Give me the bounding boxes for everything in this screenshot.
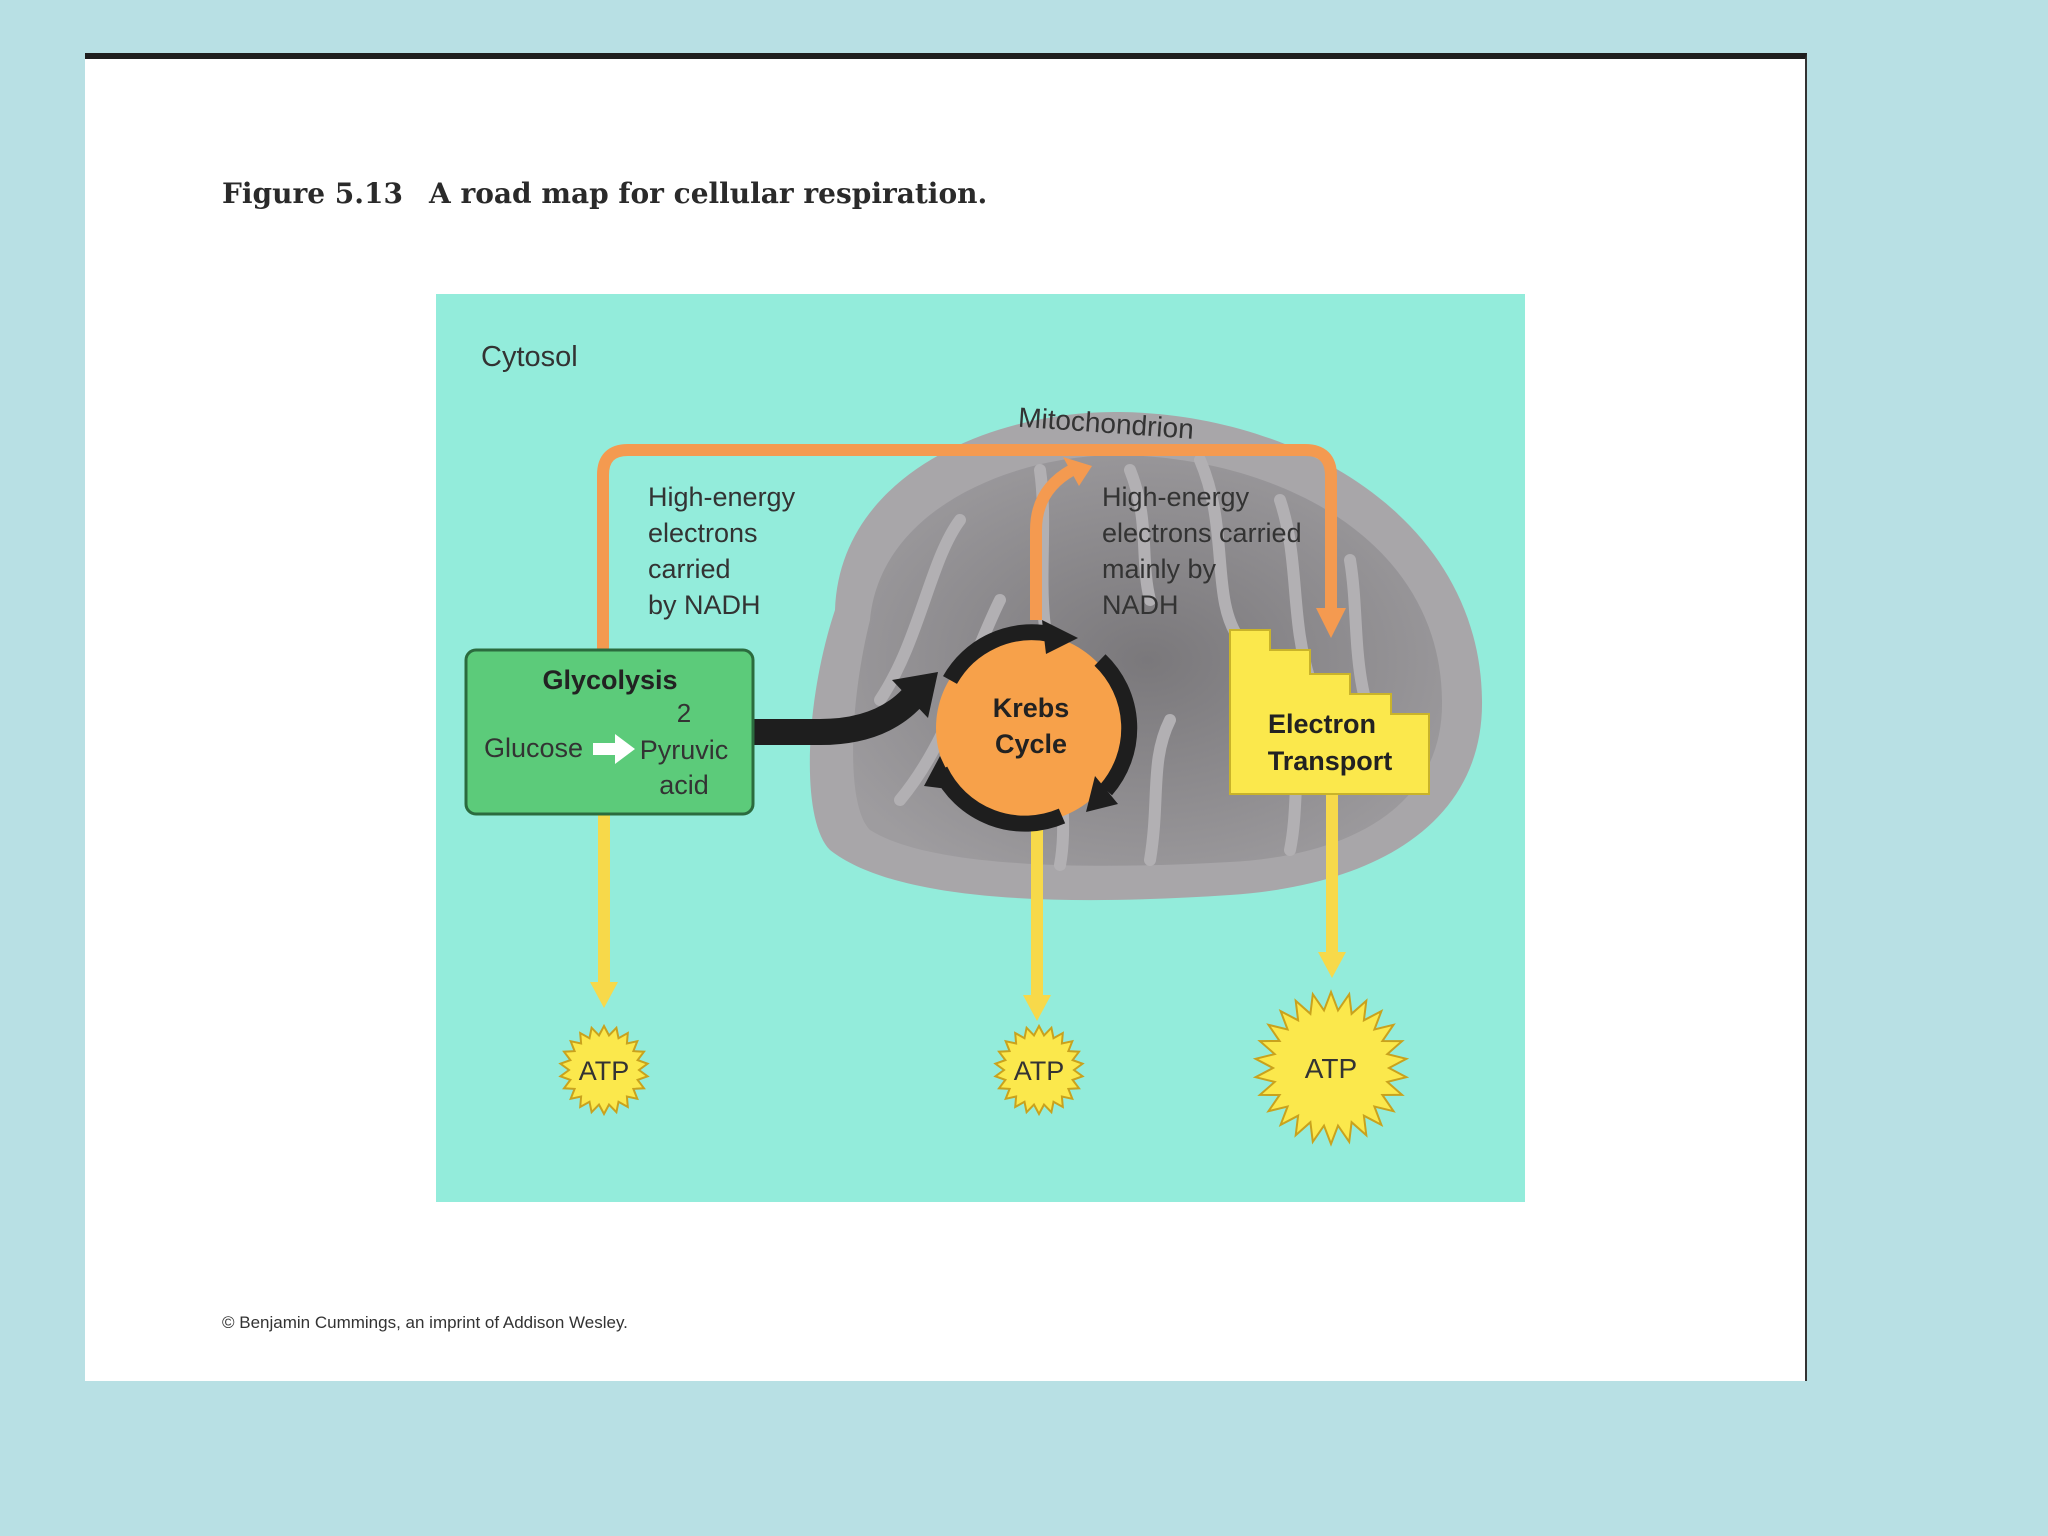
pyruvate-arrow bbox=[752, 688, 922, 745]
nadh-left-line2: electrons bbox=[648, 518, 758, 548]
nadh-right-line4: NADH bbox=[1102, 590, 1179, 620]
electron-transport-block: Electron Transport bbox=[1229, 629, 1430, 795]
atp-starburst-glycolysis: ATP bbox=[558, 1023, 650, 1117]
atp-label-krebs: ATP bbox=[1014, 1056, 1065, 1086]
pyruvic-label: Pyruvic bbox=[640, 735, 729, 765]
nadh-right-line2: electrons carried bbox=[1102, 518, 1302, 548]
cytosol-label: Cytosol bbox=[481, 341, 578, 373]
glycolysis-box: Glycolysis 2 Glucose Pyruvic acid bbox=[464, 648, 755, 816]
nadh-right-line3: mainly by bbox=[1102, 554, 1217, 584]
krebs-line1: Krebs bbox=[993, 693, 1070, 723]
figure-number: Figure 5.13 bbox=[222, 177, 403, 210]
atp-label-electron-transport: ATP bbox=[1305, 1053, 1357, 1084]
figure-caption: Figure 5.13 A road map for cellular respi… bbox=[222, 177, 987, 210]
glucose-label: Glucose bbox=[484, 733, 583, 763]
nadh-label-right: High-energy electrons carried mainly by … bbox=[1102, 482, 1302, 620]
nadh-left-line1: High-energy bbox=[648, 482, 796, 512]
atp-label-glycolysis: ATP bbox=[579, 1056, 630, 1086]
pyruvic-count: 2 bbox=[677, 698, 691, 728]
figure-title: A road map for cellular respiration. bbox=[428, 177, 988, 210]
pyruvate-arrow-head bbox=[892, 672, 938, 718]
acid-label: acid bbox=[659, 770, 709, 800]
nadh-arrows bbox=[597, 444, 1346, 650]
atp-arrows bbox=[590, 790, 1346, 1021]
electron-transport-line2: Transport bbox=[1268, 746, 1393, 776]
copyright-notice: © Benjamin Cummings, an imprint of Addis… bbox=[222, 1313, 628, 1332]
nadh-right-line1: High-energy bbox=[1102, 482, 1250, 512]
nadh-left-line3: carried bbox=[648, 554, 731, 584]
nadh-left-line4: by NADH bbox=[648, 590, 761, 620]
krebs-line2: Cycle bbox=[995, 729, 1067, 759]
atp-starburst-electron-transport: ATP bbox=[1252, 989, 1410, 1147]
krebs-cycle: Krebs Cycle bbox=[924, 620, 1138, 832]
glycolysis-title: Glycolysis bbox=[542, 665, 677, 695]
atp-starburst-krebs: ATP bbox=[993, 1023, 1085, 1117]
electron-transport-line1: Electron bbox=[1268, 709, 1376, 739]
nadh-label-left: High-energy electrons carried by NADH bbox=[648, 482, 796, 620]
glucose-arrow-icon bbox=[593, 734, 635, 764]
